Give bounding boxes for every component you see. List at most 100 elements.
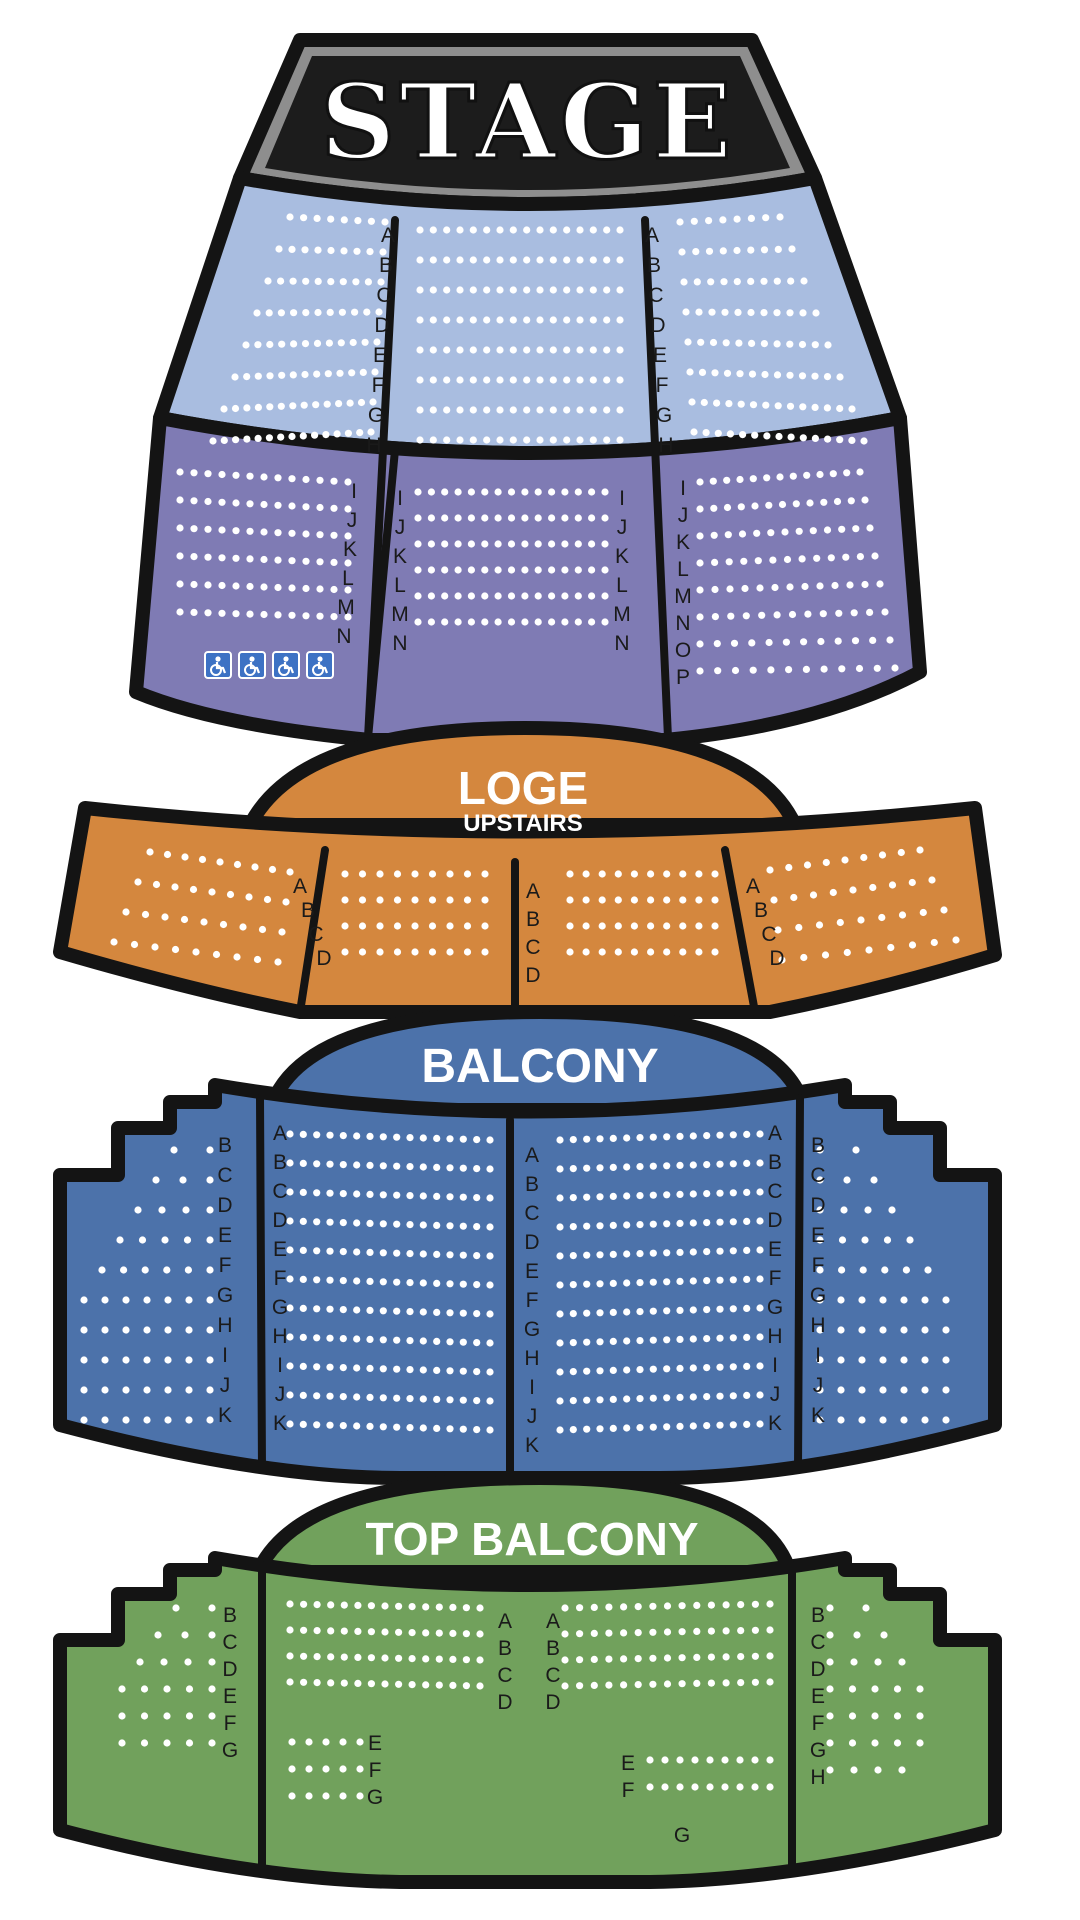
seat[interactable] <box>556 1165 564 1173</box>
seat[interactable] <box>916 1739 924 1747</box>
seat[interactable] <box>408 1603 416 1611</box>
seat[interactable] <box>873 664 881 672</box>
seat[interactable] <box>366 1335 374 1343</box>
seat[interactable] <box>395 1628 403 1636</box>
seat[interactable] <box>649 1162 657 1170</box>
seat[interactable] <box>110 938 118 946</box>
seat[interactable] <box>313 1392 321 1400</box>
seat[interactable] <box>427 566 435 574</box>
seat[interactable] <box>900 1416 908 1424</box>
seat[interactable] <box>483 316 491 324</box>
seat[interactable] <box>569 1281 577 1289</box>
seat[interactable] <box>416 406 424 414</box>
seat[interactable] <box>609 1134 617 1142</box>
seat[interactable] <box>739 431 747 439</box>
seat[interactable] <box>647 870 655 878</box>
seat[interactable] <box>313 339 322 347</box>
seat[interactable] <box>521 592 529 600</box>
seat[interactable] <box>443 346 451 354</box>
seat[interactable] <box>847 497 855 505</box>
seat[interactable] <box>716 1421 724 1429</box>
seat[interactable] <box>787 277 795 285</box>
seat[interactable] <box>716 1363 724 1371</box>
seat[interactable] <box>803 471 811 479</box>
seat[interactable] <box>288 1765 296 1773</box>
seat[interactable] <box>908 878 916 887</box>
seat[interactable] <box>766 1783 774 1791</box>
seat[interactable] <box>816 1206 824 1214</box>
seat[interactable] <box>299 1246 307 1254</box>
seat[interactable] <box>433 1221 441 1229</box>
seat[interactable] <box>836 918 844 927</box>
seat[interactable] <box>435 1603 443 1611</box>
seat[interactable] <box>663 1628 672 1636</box>
seat[interactable] <box>707 278 715 286</box>
seat[interactable] <box>725 400 733 408</box>
seat[interactable] <box>563 316 571 324</box>
seat[interactable] <box>707 1627 716 1635</box>
seat[interactable] <box>534 618 542 626</box>
seat[interactable] <box>620 1629 628 1637</box>
seat[interactable] <box>711 585 719 594</box>
seat[interactable] <box>206 1266 214 1274</box>
seat[interactable] <box>921 1386 929 1394</box>
seat[interactable] <box>441 540 449 548</box>
seat[interactable] <box>857 916 865 924</box>
seat[interactable] <box>245 893 253 901</box>
seat[interactable] <box>556 1339 564 1347</box>
seat[interactable] <box>698 368 707 376</box>
seat[interactable] <box>143 1326 151 1334</box>
seat[interactable] <box>598 948 606 956</box>
seat[interactable] <box>481 870 489 878</box>
seat[interactable] <box>469 436 477 444</box>
seat[interactable] <box>737 400 745 408</box>
seat[interactable] <box>454 488 462 496</box>
seat[interactable] <box>916 1685 924 1693</box>
seat[interactable] <box>140 1685 149 1693</box>
seat[interactable] <box>563 406 571 414</box>
seat[interactable] <box>367 1680 375 1688</box>
seat[interactable] <box>496 286 504 294</box>
seat[interactable] <box>663 1336 671 1344</box>
seat[interactable] <box>630 870 639 878</box>
seat[interactable] <box>406 1250 414 1258</box>
seat[interactable] <box>140 1739 149 1747</box>
seat[interactable] <box>696 559 704 567</box>
seat[interactable] <box>689 1277 697 1285</box>
seat[interactable] <box>798 555 806 563</box>
seat[interactable] <box>300 1678 308 1686</box>
seat[interactable] <box>676 1422 684 1430</box>
seat[interactable] <box>634 1629 642 1637</box>
seat[interactable] <box>185 1386 193 1394</box>
seat[interactable] <box>556 1252 564 1260</box>
seat[interactable] <box>176 552 184 560</box>
seat[interactable] <box>305 1765 313 1773</box>
seat[interactable] <box>286 1652 294 1660</box>
seat[interactable] <box>569 1339 577 1347</box>
seat[interactable] <box>441 514 449 522</box>
seat[interactable] <box>601 540 609 548</box>
seat[interactable] <box>751 502 759 510</box>
seat[interactable] <box>566 948 574 956</box>
seat[interactable] <box>623 1221 631 1229</box>
seat[interactable] <box>819 610 827 618</box>
seat[interactable] <box>879 1326 887 1334</box>
seat[interactable] <box>219 920 228 929</box>
seat[interactable] <box>601 514 609 522</box>
seat[interactable] <box>379 1336 387 1344</box>
seat[interactable] <box>576 316 584 324</box>
seat[interactable] <box>101 1356 109 1364</box>
seat[interactable] <box>353 1190 361 1198</box>
seat[interactable] <box>358 922 367 930</box>
seat[interactable] <box>900 1296 908 1304</box>
seat[interactable] <box>758 611 766 619</box>
seat[interactable] <box>596 1135 604 1143</box>
seat[interactable] <box>811 341 819 349</box>
seat[interactable] <box>361 338 369 346</box>
seat[interactable] <box>326 308 334 316</box>
seat[interactable] <box>549 436 557 444</box>
seat[interactable] <box>548 488 556 496</box>
seat[interactable] <box>266 372 274 380</box>
seat[interactable] <box>359 368 367 376</box>
seat[interactable] <box>747 246 755 254</box>
